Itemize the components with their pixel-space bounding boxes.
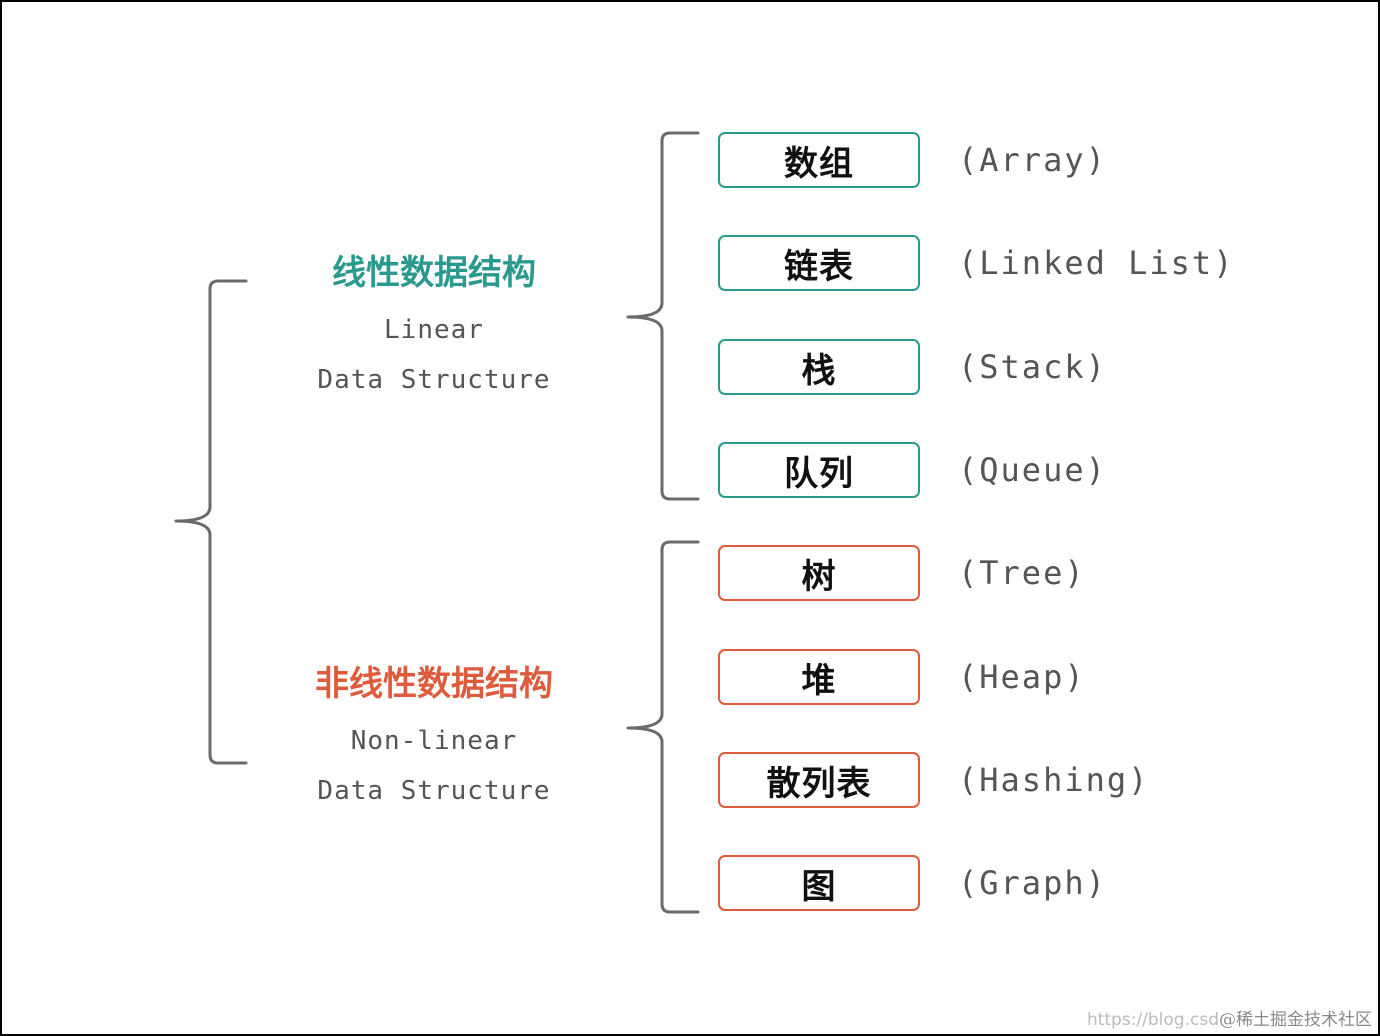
item-label-graph: 图 xyxy=(801,866,837,907)
item-label-queue: 队列 xyxy=(784,453,854,494)
item-box-stack: 栈 xyxy=(718,339,920,395)
item-box-array: 数组 xyxy=(718,132,920,188)
item-en-linked-list: (Linked List) xyxy=(958,244,1235,282)
item-box-graph: 图 xyxy=(718,855,920,911)
linear-subtitle-line2: Data Structure xyxy=(317,365,551,395)
item-label-array: 数组 xyxy=(784,143,854,184)
item-en-stack: (Stack) xyxy=(958,348,1107,386)
item-label-tree: 树 xyxy=(801,556,837,597)
nonlinear-subtitle-line2: Data Structure xyxy=(317,776,551,806)
watermark-url: https://blog.csd xyxy=(1086,1010,1219,1030)
item-box-tree: 树 xyxy=(718,545,920,601)
item-box-heap: 堆 xyxy=(718,649,920,705)
item-label-heap: 堆 xyxy=(801,660,837,701)
item-en-graph: (Graph) xyxy=(958,864,1107,902)
linear-title: 线性数据结构 xyxy=(332,253,536,293)
watermark-brand: @稀土掘金技术社区 xyxy=(1219,1010,1372,1030)
item-en-queue: (Queue) xyxy=(958,451,1107,489)
item-en-tree: (Tree) xyxy=(958,554,1086,592)
item-label-stack: 栈 xyxy=(801,350,837,391)
item-en-hashing: (Hashing) xyxy=(958,761,1150,799)
item-label-linked-list: 链表 xyxy=(784,246,854,287)
item-en-heap: (Heap) xyxy=(958,658,1086,696)
item-box-linked-list: 链表 xyxy=(718,235,920,291)
nonlinear-title: 非线性数据结构 xyxy=(315,664,553,704)
item-box-queue: 队列 xyxy=(718,442,920,498)
item-box-hashing: 散列表 xyxy=(718,752,920,808)
linear-subtitle-line1: Linear xyxy=(384,315,484,345)
watermark: https://blog.csd@稀土掘金技术社区 xyxy=(1087,1005,1372,1030)
item-en-array: (Array) xyxy=(958,141,1107,179)
item-label-hashing: 散列表 xyxy=(766,763,872,804)
nonlinear-subtitle-line1: Non-linear xyxy=(350,726,518,756)
